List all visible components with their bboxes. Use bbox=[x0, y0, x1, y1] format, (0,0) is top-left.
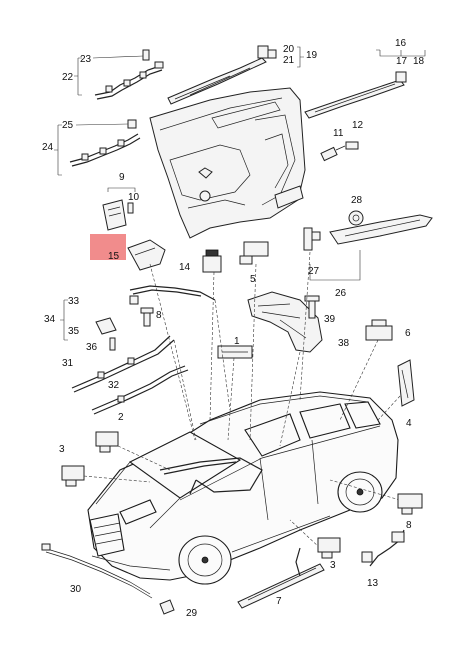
callout-33: 33 bbox=[68, 296, 80, 307]
callout-7: 7 bbox=[276, 596, 282, 607]
sensor-3-left bbox=[61, 465, 85, 487]
callout-11: 11 bbox=[333, 128, 344, 139]
callout-9: 9 bbox=[119, 172, 125, 183]
callout-3-right: 3 bbox=[330, 560, 336, 571]
clip-29 bbox=[159, 599, 175, 615]
clip-12 bbox=[345, 141, 359, 150]
callout-2: 2 bbox=[118, 412, 124, 423]
light-1 bbox=[217, 345, 253, 359]
callout-13: 13 bbox=[367, 578, 379, 589]
wiring-harness-32 bbox=[91, 365, 189, 415]
bracket-22-23 bbox=[74, 57, 82, 96]
callout-31: 31 bbox=[62, 358, 74, 369]
callout-10: 10 bbox=[128, 192, 140, 203]
bolt-10 bbox=[127, 202, 134, 214]
light-strip-4 bbox=[397, 359, 415, 407]
callout-27: 27 bbox=[308, 266, 320, 277]
callout-25: 25 bbox=[62, 120, 74, 131]
callout-24: 24 bbox=[42, 142, 54, 153]
trim-piece-26 bbox=[329, 214, 433, 245]
trim-strip-16 bbox=[304, 71, 407, 119]
bolt-8 bbox=[140, 307, 154, 327]
sensor-8 bbox=[397, 493, 423, 515]
speaker-cover-28 bbox=[348, 210, 364, 226]
callout-12: 12 bbox=[352, 120, 364, 131]
module-15 bbox=[127, 239, 166, 271]
callout-5: 5 bbox=[250, 274, 256, 285]
callout-22: 22 bbox=[62, 72, 74, 83]
callout-38: 38 bbox=[338, 338, 350, 349]
module-5 bbox=[239, 241, 269, 265]
callout-23: 23 bbox=[80, 54, 92, 65]
window-strip-19 bbox=[167, 45, 277, 105]
control-unit-9 bbox=[102, 199, 127, 231]
callout-15: 15 bbox=[108, 251, 120, 262]
callout-36: 36 bbox=[86, 342, 98, 353]
module-6 bbox=[365, 319, 393, 341]
bracket-38 bbox=[247, 291, 323, 353]
leader-lines bbox=[83, 251, 401, 549]
cable-33 bbox=[129, 285, 216, 305]
cable-3 bbox=[295, 547, 301, 577]
bumper-strip-30 bbox=[41, 543, 153, 599]
door-trim-panel bbox=[149, 87, 306, 239]
switch-14 bbox=[202, 249, 222, 273]
callout-26: 26 bbox=[335, 288, 347, 299]
callout-8-right: 8 bbox=[406, 520, 412, 531]
callout-17: 17 bbox=[396, 56, 408, 67]
vehicle-harness bbox=[159, 457, 263, 495]
callout-35: 35 bbox=[68, 326, 80, 337]
sensor-3-right bbox=[317, 537, 341, 559]
highlight-box-15 bbox=[90, 234, 126, 260]
bolt-39 bbox=[304, 295, 320, 319]
wiring-harness-24 bbox=[69, 119, 141, 167]
callout-39: 39 bbox=[324, 314, 336, 325]
callout-30: 30 bbox=[70, 584, 82, 595]
callout-18: 18 bbox=[413, 56, 425, 67]
bolt-36 bbox=[109, 337, 116, 351]
callout-3-left: 3 bbox=[59, 444, 65, 455]
wiring-harness-31 bbox=[71, 335, 175, 393]
connector-11 bbox=[320, 145, 346, 162]
cable-13 bbox=[361, 529, 405, 567]
callout-34: 34 bbox=[44, 314, 56, 325]
bracket-35 bbox=[95, 317, 117, 335]
vehicle-body bbox=[87, 391, 399, 585]
callout-8: 8 bbox=[156, 310, 162, 321]
callout-29: 29 bbox=[186, 608, 198, 619]
wiring-harness-22 bbox=[94, 49, 164, 100]
callout-4: 4 bbox=[406, 418, 412, 429]
switch-27 bbox=[303, 227, 321, 251]
callout-19: 19 bbox=[306, 50, 318, 61]
sill-strip-7 bbox=[237, 563, 325, 609]
callout-28: 28 bbox=[351, 195, 363, 206]
callout-21: 21 bbox=[283, 55, 295, 66]
callout-20: 20 bbox=[283, 44, 295, 55]
callout-32: 32 bbox=[108, 380, 120, 391]
callout-14: 14 bbox=[179, 262, 191, 273]
callout-16: 16 bbox=[395, 38, 407, 49]
sensor-2 bbox=[95, 431, 119, 453]
callout-6: 6 bbox=[405, 328, 411, 339]
callout-1: 1 bbox=[234, 336, 240, 347]
